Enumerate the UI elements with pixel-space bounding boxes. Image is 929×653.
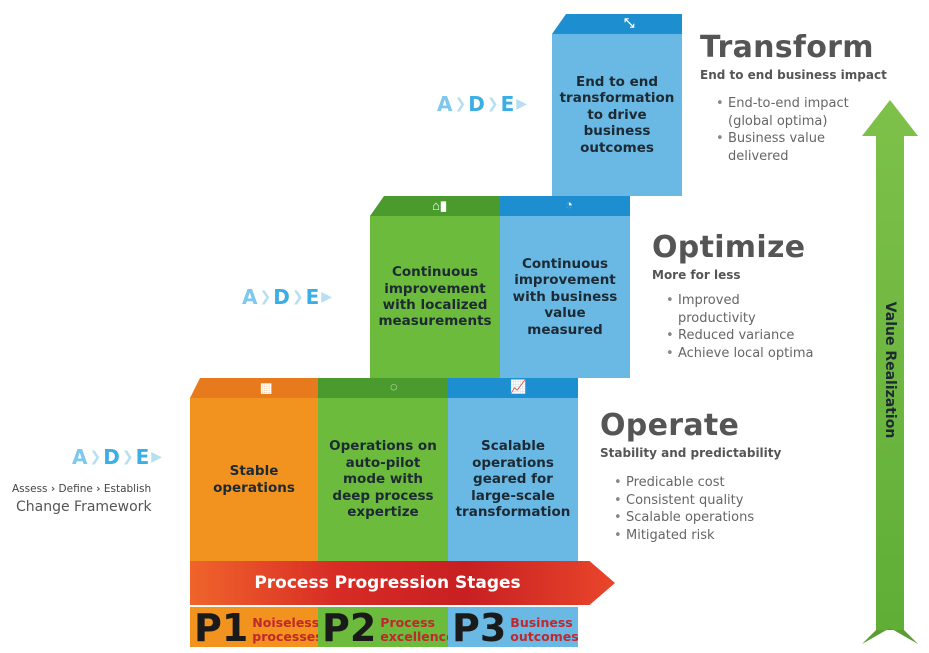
optimize-bullet: Improved productivity [666, 292, 788, 327]
ade-marker-operate: A❯D❯E▶ [72, 445, 163, 469]
transform-subtitle: End to end business impact [700, 68, 887, 82]
value-realization-arrow [862, 100, 918, 644]
ade-marker-transform: A❯D❯E▶ [437, 92, 528, 116]
legend-establish: Establish [103, 483, 152, 495]
phase-p3-code: P3 [452, 606, 507, 650]
scalable-box: Scalable operations geared for large-sca… [448, 398, 578, 561]
green-box-top [318, 378, 448, 398]
house-bars-icon: ⌂▮ [432, 198, 448, 213]
optimize-bullets: Improved productivity Reduced variance A… [666, 292, 846, 362]
business-value-text: Continuous improvement with business val… [512, 255, 618, 338]
operate-bullet: Scalable operations [614, 509, 814, 527]
blue-box-top [448, 378, 578, 398]
transform-bullets: End-to-end impact (global optima) Busine… [716, 95, 856, 165]
bricks-icon: ▦ [260, 380, 273, 395]
operate-bullets: Predicable cost Consistent quality Scala… [614, 474, 814, 544]
operate-title: Operate [600, 408, 740, 443]
optimize-title: Optimize [652, 230, 806, 265]
progression-label: Process Progression Stages [254, 573, 521, 593]
legend-assess: Assess [12, 483, 48, 495]
legend-define: Define [58, 483, 93, 495]
transform-box: End to end transformation to drive busin… [552, 34, 682, 196]
localized-box: Continuous improvement with localized me… [370, 216, 500, 378]
optimize-bullet: Achieve local optima [666, 345, 846, 363]
ade-marker-optimize: A❯D❯E▶ [242, 285, 333, 309]
operate-bullet: Predicable cost [614, 474, 814, 492]
stable-operations-box: Stable operations [190, 398, 318, 561]
orange-box-top [190, 378, 318, 398]
green-mid-top [370, 196, 500, 216]
stable-operations-text: Stable operations [213, 463, 295, 496]
progression-banner: Process Progression Stages [190, 561, 615, 605]
legend-framework: Change Framework [16, 499, 152, 515]
autopilot-text: Operations on auto-pilot mode with deep … [329, 438, 437, 521]
optimize-bullet: Reduced variance [666, 327, 846, 345]
operate-bullet: Mitigated risk [614, 527, 814, 545]
business-value-box: Continuous improvement with business val… [500, 216, 630, 378]
scalable-text: Scalable operations geared for large-sca… [455, 438, 571, 521]
transform-bullet: End-to-end impact (global optima) [716, 95, 856, 130]
pie-chart-icon: ◔ [565, 197, 573, 212]
growth-chart-icon: 📈 [510, 379, 527, 394]
autopilot-box: Operations on auto-pilot mode with deep … [318, 398, 448, 561]
transform-title: Transform [700, 30, 874, 65]
cycle-icon: ◌ [390, 379, 398, 394]
transform-box-text: End to end transformation to drive busin… [559, 73, 675, 156]
operate-bullet: Consistent quality [614, 492, 814, 510]
blue-top-top [552, 14, 682, 34]
ade-legend: Assess › Define › Establish [12, 483, 152, 495]
optimize-subtitle: More for less [652, 268, 741, 282]
transform-bullet: Business value delivered [716, 130, 856, 165]
value-realization-label: Value Realization [882, 301, 898, 439]
localized-text: Continuous improvement with localized me… [378, 264, 492, 330]
phase-p2-code: P2 [322, 606, 377, 650]
expand-arrows-icon: ⤡ [624, 15, 635, 30]
blue-mid-top [500, 196, 630, 216]
phase-p1-code: P1 [194, 606, 249, 650]
operate-subtitle: Stability and predictability [600, 446, 782, 460]
